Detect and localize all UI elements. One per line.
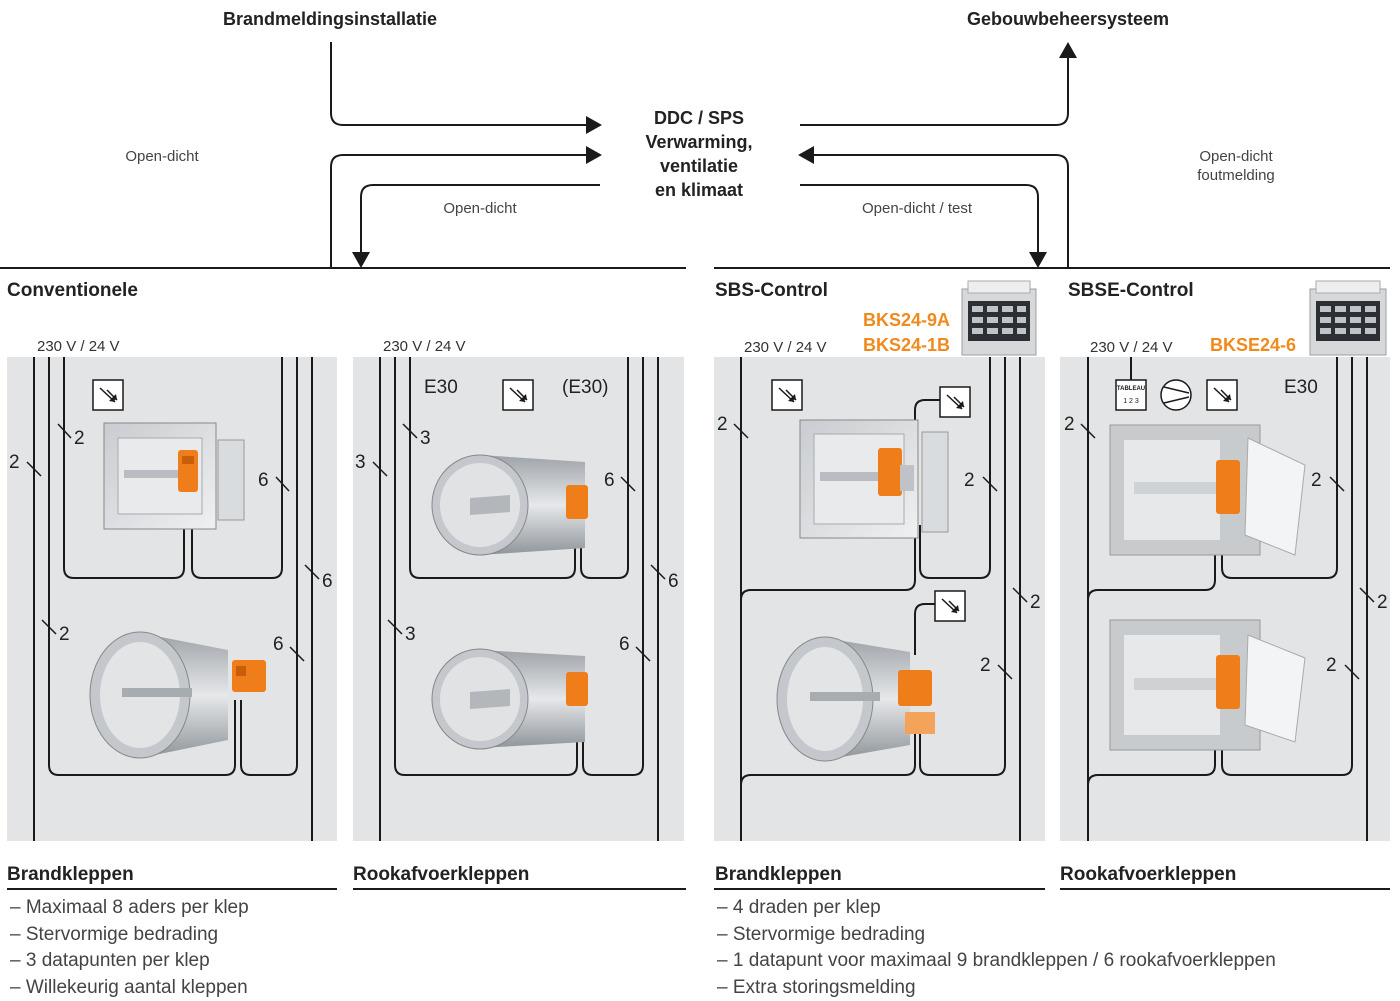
voltage-label: 230 V / 24 V	[37, 338, 120, 355]
right-features-list: 4 draden per klep Stervormige bedrading …	[717, 895, 1276, 1001]
square-damper-image	[800, 420, 948, 538]
model-label: BKSE24-6	[1210, 335, 1296, 355]
wire-count-label: 6	[273, 634, 284, 655]
voltage-label: 230 V / 24 V	[744, 339, 827, 356]
wire-count-label: 2	[1311, 470, 1322, 491]
wire-count-label: 6	[604, 470, 615, 491]
svg-text:Verwarming,: Verwarming,	[645, 132, 752, 152]
list-item: 1 datapunt voor maximaal 9 brandkleppen …	[717, 948, 1276, 975]
model-label: BKS24-1B	[863, 335, 950, 355]
wire-count-label: 2	[1326, 655, 1337, 676]
wire-count-label: 2	[74, 428, 85, 449]
round-smoke-damper-image	[432, 649, 588, 749]
tableau-icon: TABLEAU 1 2 3	[1116, 380, 1146, 410]
bms-connector	[800, 42, 1077, 125]
wire-count-label: 2	[59, 624, 70, 645]
svg-text:ventilatie: ventilatie	[660, 156, 738, 176]
wire-count-label: 3	[420, 428, 431, 449]
svg-text:Open-dicht: Open-dicht	[1199, 148, 1273, 165]
wire-count-label: 6	[322, 571, 333, 592]
wire-count-label: 2	[1030, 592, 1041, 613]
list-item: Willekeurig aantal kleppen	[10, 975, 249, 1001]
wire-count-label: 2	[1377, 592, 1388, 613]
smoke-detector-icon	[1207, 380, 1237, 410]
footer-title-brandkleppen: Brandkleppen	[7, 864, 134, 885]
svg-text:DDC / SPS: DDC / SPS	[654, 108, 744, 128]
wire-count-label: 2	[9, 452, 20, 473]
fire-alarm-title: Brandmeldingsinstallatie	[223, 9, 437, 29]
list-item: Stervormige bedrading	[717, 922, 1276, 949]
svg-text:TABLEAU: TABLEAU	[1117, 386, 1145, 392]
footer-title-rookafvoerkleppen: Rookafvoerkleppen	[1060, 864, 1236, 885]
sbs-command-connector	[800, 185, 1047, 268]
e30-label: (E30)	[562, 377, 608, 398]
conventional-command-connector	[352, 185, 600, 268]
list-item: Maximaal 8 aders per klep	[10, 895, 249, 922]
model-label: BKS24-9A	[863, 310, 950, 330]
sbs-controller-module	[962, 281, 1036, 355]
smoke-detector-icon	[93, 380, 123, 410]
svg-text:1 2 3: 1 2 3	[1123, 398, 1139, 405]
footer-title-rookafvoerkleppen: Rookafvoerkleppen	[353, 864, 529, 885]
svg-text:foutmelding: foutmelding	[1197, 167, 1275, 184]
wire-count-label: 3	[355, 452, 366, 473]
wire-count-label: 2	[980, 655, 991, 676]
sbse-controller-module	[1310, 281, 1386, 355]
wire-count-label: 2	[964, 470, 975, 491]
smoke-detector-icon	[503, 380, 533, 410]
wire-count-label: 6	[668, 571, 679, 592]
fire-alarm-connector	[331, 42, 602, 134]
panel-background	[353, 357, 684, 841]
e30-label: E30	[1284, 377, 1318, 398]
footer-title-brandkleppen: Brandkleppen	[715, 864, 842, 885]
voltage-label: 230 V / 24 V	[1090, 339, 1173, 356]
smoke-detector-icon	[940, 387, 970, 417]
left-features-list: Maximaal 8 aders per klep Stervormige be…	[10, 895, 249, 1001]
open-dicht-test-label: Open-dicht / test	[862, 200, 973, 217]
smoke-detector-icon	[772, 380, 802, 410]
wire-count-label: 6	[619, 634, 630, 655]
open-dicht-label: Open-dicht	[125, 148, 199, 165]
ddc-label: DDC / SPS Verwarming, ventilatie en klim…	[645, 108, 752, 200]
smoke-detector-icon	[935, 591, 965, 621]
voltage-label: 230 V / 24 V	[383, 338, 466, 355]
list-item: 3 datapunten per klep	[10, 948, 249, 975]
section-title-conventional: Conventionele	[7, 280, 138, 301]
open-dicht-label: Open-dicht	[443, 200, 517, 217]
bms-title: Gebouwbeheersysteem	[967, 9, 1169, 29]
e30-label: E30	[424, 377, 458, 398]
section-title-sbs: SBS-Control	[715, 280, 828, 301]
wire-count-label: 3	[405, 624, 416, 645]
wire-count-label: 2	[1064, 414, 1075, 435]
svg-text:en klimaat: en klimaat	[655, 180, 743, 200]
fan-icon	[1161, 380, 1191, 410]
open-dicht-foutmelding-label: Open-dicht foutmelding	[1197, 148, 1275, 184]
list-item: Extra storingsmelding	[717, 975, 1276, 1001]
wire-count-label: 2	[717, 414, 728, 435]
list-item: 4 draden per klep	[717, 895, 1276, 922]
list-item: Stervormige bedrading	[10, 922, 249, 949]
round-smoke-damper-image	[432, 455, 588, 555]
wire-count-label: 6	[258, 470, 269, 491]
section-title-sbse: SBSE-Control	[1068, 280, 1194, 301]
